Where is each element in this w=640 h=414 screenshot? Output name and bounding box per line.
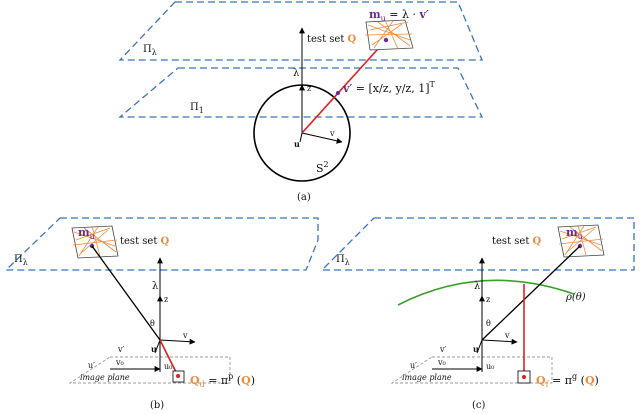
caption-c: (c) — [472, 400, 486, 411]
ray-black-c — [481, 245, 581, 341]
uprime-label-c: u′ — [410, 361, 417, 370]
pi-1-label-a: Π1 — [190, 102, 204, 115]
orange-mesh-a — [364, 19, 413, 50]
mu-equation-a: mu = λ · v′ — [369, 8, 429, 23]
v-label-c: v — [504, 331, 510, 340]
ray-black-b — [91, 245, 161, 341]
qd-equation-b: Qd = πp (Q) — [190, 372, 255, 389]
plane-pi-lambda-a — [118, 1, 483, 61]
ray-red-b — [159, 339, 179, 377]
orange-mesh-b — [72, 225, 118, 257]
v-axis-a — [301, 132, 343, 144]
plane-pi-1-a — [118, 67, 484, 118]
panel-b: Πλ image plane mu test set Q λ z θ v u v… — [4, 217, 319, 411]
v-axis-c — [481, 338, 518, 345]
u-axis-a — [299, 132, 303, 143]
panel-a: Πλ Π1 S2 λ z v u test set Q mu = λ · v′ … — [118, 1, 484, 203]
lambda-label-c: λ — [474, 281, 481, 292]
image-plane-c — [390, 356, 553, 384]
ray-red-a — [301, 39, 387, 134]
image-plane-label-b: image plane — [80, 373, 130, 382]
v0-label-b: v₀ — [115, 358, 124, 367]
mu-label-c: mu — [566, 226, 583, 241]
vprime-label-b: v′ — [117, 345, 125, 354]
z-label-b: z — [164, 295, 168, 304]
plane-pi-lambda-c — [320, 217, 635, 271]
qd-point-b — [176, 374, 180, 378]
theta-label-c: θ — [486, 319, 491, 328]
vprime-point-a — [336, 91, 340, 95]
lambda-label-b: λ — [152, 281, 159, 292]
pi-lambda-label-a: Πλ — [143, 44, 157, 57]
panel-c: Πλ ρ(θ) image plane mu test set Q λ z θ … — [320, 217, 635, 411]
v-label-a: v — [329, 129, 335, 138]
u-label-a: u — [294, 139, 300, 149]
lambda-label-a: λ — [293, 68, 300, 79]
u-label-c: u — [473, 344, 479, 354]
pi-lambda-label-b: Πλ — [14, 254, 28, 267]
qf-equation-c: Qf = πg (Q) — [536, 372, 599, 389]
pi-lambda-label-c: Πλ — [336, 254, 350, 267]
v0-label-c: v₀ — [437, 358, 446, 367]
u0-label-b: u₀ — [164, 362, 172, 371]
rho-curve-c — [397, 279, 575, 306]
u0-label-c: u₀ — [486, 362, 494, 371]
test-set-label-b: test set Q — [120, 236, 170, 247]
test-set-patch-c — [557, 224, 605, 258]
vprime-label-c: v′ — [439, 345, 447, 354]
mu-label-b: mu — [78, 226, 95, 241]
theta-label-b: θ — [150, 319, 155, 328]
caption-b: (b) — [150, 400, 164, 411]
u-label-b: u — [151, 344, 157, 354]
v-axis-b — [159, 338, 196, 345]
test-set-label-c: test set Q — [492, 236, 542, 247]
v-label-b: v — [182, 331, 188, 340]
orange-mesh-c — [558, 224, 604, 256]
sphere-label: S2 — [316, 160, 329, 175]
z-label-c: z — [486, 295, 490, 304]
vprime-equation-a: v′ = [x/z, y/z, 1]T — [342, 80, 436, 95]
plane-pi-lambda-b — [4, 217, 319, 271]
u-axis-b — [154, 339, 161, 354]
rho-label-c: ρ(θ) — [565, 292, 586, 303]
mu-point-a — [383, 37, 389, 43]
caption-a: (a) — [297, 192, 311, 203]
test-set-label-a: test set Q — [307, 34, 357, 45]
u-axis-c — [476, 339, 483, 354]
qf-point-c — [522, 375, 526, 379]
z-label-a: z — [307, 84, 311, 93]
test-set-patch-b — [71, 225, 119, 259]
image-plane-b — [68, 356, 231, 384]
image-plane-label-c: image plane — [402, 373, 452, 382]
uprime-label-b: u′ — [88, 361, 95, 370]
